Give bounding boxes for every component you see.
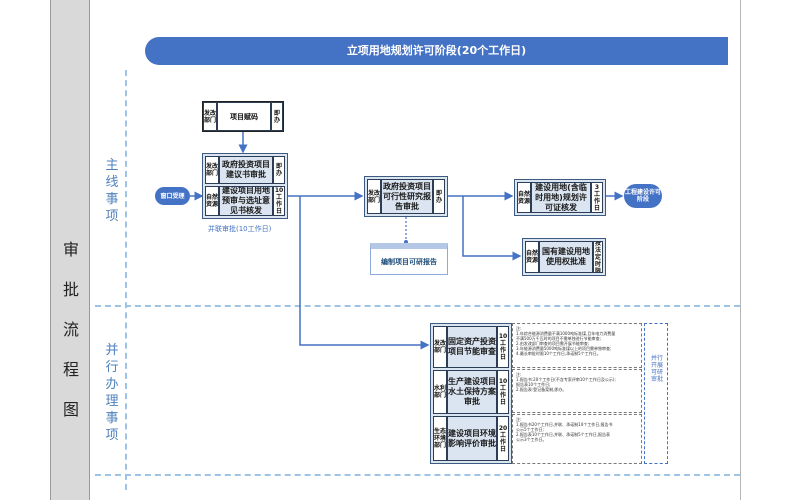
joint-approval-group: 发改部门 政府投资项目建议书审批 即办 自然资源 建设项目用地预审与选址意见书核… xyxy=(202,153,288,219)
stage-banner: 立项用地规划许可阶段(20个工作日) xyxy=(145,37,728,65)
notes-energy-review: 注: 1.年综合能源消费量不满1000吨标准煤,且年电力消费量 不满500万千瓦… xyxy=(512,323,642,368)
step-dept: 发改部门 xyxy=(433,326,447,368)
step-days: 10工作日 xyxy=(497,370,509,414)
start-oval: 窗口受理 xyxy=(155,187,190,205)
step-feasibility: 发改部门 政府投资项目可行性研究报告审批 即办 xyxy=(364,176,448,217)
parallel-note-text: 并行开展可研审批 xyxy=(650,355,663,383)
page-right-border xyxy=(740,0,741,500)
step-days: 3工作日 xyxy=(591,182,603,213)
step-name: 项目赋码 xyxy=(217,102,271,131)
joint-approval-caption: 并联审批(10工作日) xyxy=(208,225,272,233)
step-days: 10工作日 xyxy=(273,186,285,216)
step-name: 政府投资项目可行性研究报告审批 xyxy=(381,179,433,214)
lane-divider-vertical xyxy=(125,70,127,490)
step-dept: 生态环境部门 xyxy=(433,416,447,461)
step-dept: 自然资源 xyxy=(525,241,539,273)
report-document: 编制项目可研报告 xyxy=(370,243,448,275)
lane-divider-horizontal xyxy=(95,305,740,307)
step-dept: 发改部门 xyxy=(203,102,217,131)
step-name: 政府投资项目建议书审批 xyxy=(219,156,273,184)
step-name: 国有建设用地使用权批准 xyxy=(539,241,593,273)
step-dept: 水利部门 xyxy=(433,370,447,414)
side-title-char: 图 xyxy=(62,400,79,419)
notes-environment-assessment: 注: 1.报告书20个工作日,并联、承诺制10个工作日,报告书 公示5个工作日;… xyxy=(512,414,642,464)
step-days: 10工作日 xyxy=(497,326,509,368)
side-title-char: 程 xyxy=(62,360,79,379)
step-days: 即办 xyxy=(433,179,445,214)
step-dept: 发改部门 xyxy=(205,156,219,184)
notes-water-conservation: 注: 1.报告书:20个工作日(不含专家评审10个工作日及公示); 报告表10个… xyxy=(512,369,642,413)
step-dept: 发改部门 xyxy=(367,179,381,214)
lane-label-main: 主线事项 xyxy=(105,158,119,224)
side-title-char: 流 xyxy=(62,320,79,339)
arrow-to-parallel xyxy=(299,196,430,350)
parallel-note-frame xyxy=(644,323,668,464)
step-dept: 自然资源 xyxy=(517,182,531,213)
step-name: 固定资产投资项目节能审查 xyxy=(447,326,497,368)
step-name: 建设用地(含临时用地)规划许可证核发 xyxy=(531,182,591,213)
step-name: 生产建设项目水土保持方案审批 xyxy=(447,370,497,414)
step-name: 建设项目环境影响评价审批 xyxy=(447,416,497,461)
step-days: 即办 xyxy=(273,156,285,184)
side-title-char: 审 xyxy=(62,240,79,259)
step-days: 即办 xyxy=(271,102,283,131)
step-land-permit: 自然资源 建设用地(含临时用地)规划许可证核发 3工作日 xyxy=(514,179,606,216)
step-days: 20工作日 xyxy=(497,416,509,461)
side-title-char: 批 xyxy=(62,280,79,299)
step-land-approval: 自然资源 国有建设用地使用权批准 按法定时限 xyxy=(522,238,606,276)
step-dept: 自然资源 xyxy=(205,186,219,216)
arrow-to-land-approval xyxy=(462,196,522,261)
step-project-code: 发改部门 项目赋码 即办 xyxy=(202,101,284,132)
step-days: 按法定时限 xyxy=(593,241,603,273)
lane-divider-bottom xyxy=(95,474,740,476)
side-title-column: 审 批 流 程 图 xyxy=(50,0,90,500)
step-name: 建设项目用地预审与选址意见书核发 xyxy=(219,186,273,216)
end-oval: 工程建设许可阶段 xyxy=(624,184,662,208)
parallel-approval-group: 发改部门 固定资产投资项目节能审查 10工作日 水利部门 生产建设项目水土保持方… xyxy=(430,323,512,464)
lane-label-parallel: 并行办理事项 xyxy=(105,343,119,443)
